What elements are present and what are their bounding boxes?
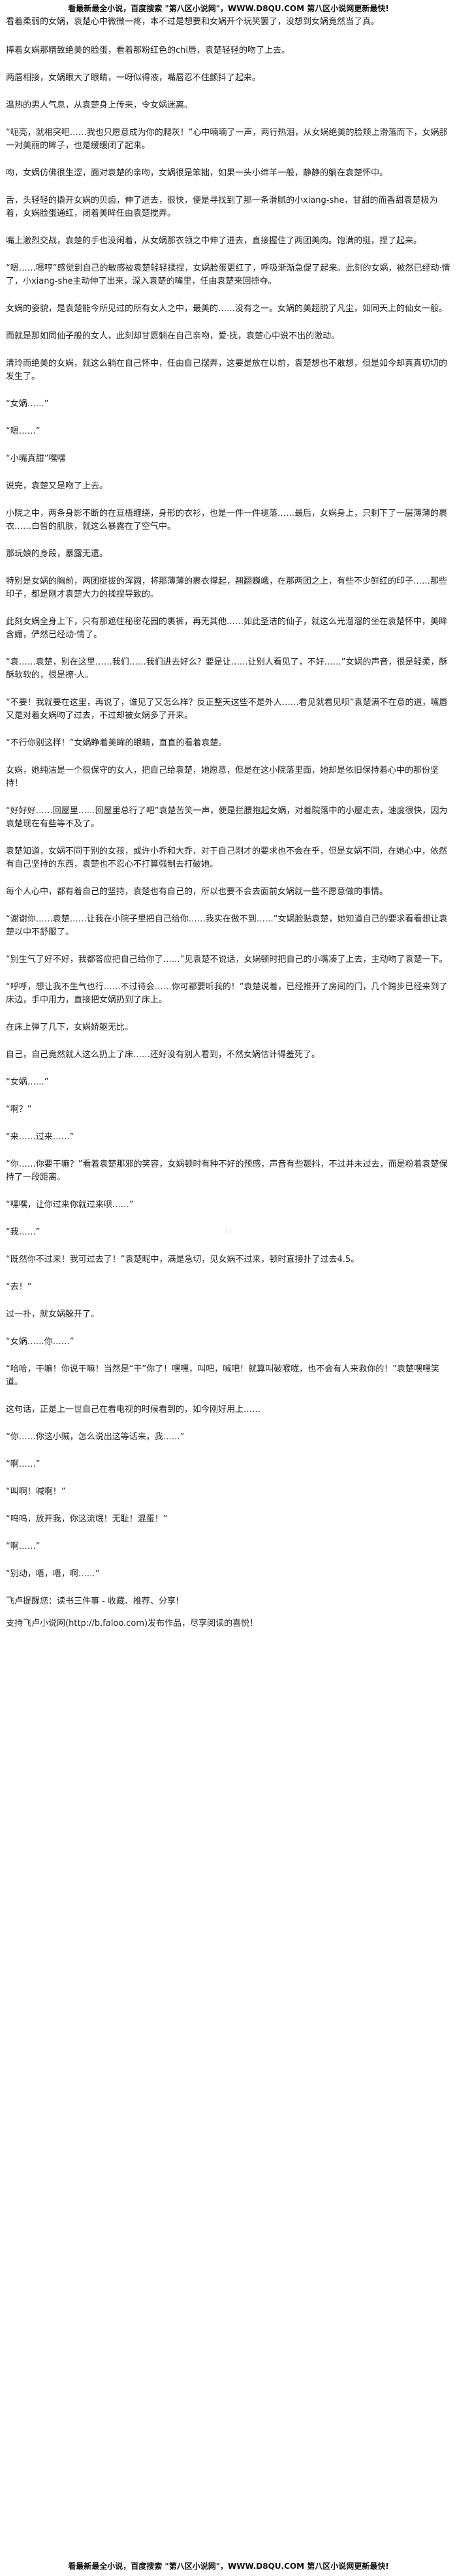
paragraph: “你……你要干嘛？”看着袁楚那邪的笑容，女娲顿时有种不好的预感，声音有些颤抖，不… bbox=[6, 1160, 448, 1182]
paragraph: 飞卢提醒您：读书三件事 - 收藏、推荐、分享! bbox=[6, 1596, 180, 1606]
paragraph: “既然你不过来！我可过去了！”袁楚昵中，满是急切，见女娲不过来，顿时直接扑了过去… bbox=[6, 1255, 360, 1265]
paragraph: “不行你别这样！”女娲睁着美眸的眼睛，直直的看着袁楚。 bbox=[6, 738, 227, 748]
paragraph: “呜呜，放开我，你这流氓！无耻！混蛋！” bbox=[6, 1514, 168, 1524]
paragraph: “啊……” bbox=[6, 1542, 40, 1551]
site-banner-bottom: 看最新最全小说，百度搜索 "第八区小说网"，WWW.D8QU.COM 第八区小说… bbox=[68, 2562, 389, 2571]
paragraph: “别生气了好不好，我都答应把自己给你了……”见袁楚不说话，女娲顿时把自己的小嘴凑… bbox=[6, 955, 448, 965]
paragraph: 两唇相接，女娲眼大了眼睛，一呀似得液，嘴唇忍不住颤抖了起来。 bbox=[6, 73, 261, 83]
paragraph: “女娲……你……” bbox=[6, 1337, 74, 1347]
paragraph: “啊？” bbox=[6, 1105, 32, 1115]
paragraph: 而就是那如同仙子般的女人，此刻却甘愿躺在自己亲吻，爱·抚，袁楚心中说不出的激动。 bbox=[6, 331, 340, 341]
site-banner-top: 看最新最全小说，百度搜索 "第八区小说网"，WWW.D8QU.COM 第八区小说… bbox=[68, 4, 389, 13]
paragraph: “小嘴真甜”嘿嘿 bbox=[6, 454, 66, 464]
paragraph: “呃亮，就相突吧……我也只愿意成为你的爬灰！”心中喃喃了一声，两行热泪，从女娲绝… bbox=[6, 128, 448, 151]
paragraph: 女娲的姿貌，是袁楚能今所见过的所有女人之中，最美的……没有之一。女娲的美超脱了凡… bbox=[6, 304, 448, 314]
paragraph: “去！” bbox=[6, 1282, 32, 1292]
paragraph: “啊……” bbox=[6, 1460, 40, 1469]
paragraph: “女娲……” bbox=[6, 399, 49, 409]
paragraph: “谢谢你……袁楚……让我在小院子里把自己给你……我实在做不到……”女娲脸贴袁楚，… bbox=[6, 914, 448, 937]
paragraph: “嗯……嗯哼”感觉到自己的敏感被袁楚轻轻揉捏，女娲脸蛋更红了，呼吸渐渐急促了起来… bbox=[6, 263, 450, 286]
paragraph: 自己，自己竟然就人这么扔上了床……还好没有别人看到，不然女娲估计得羞死了。 bbox=[6, 1050, 321, 1060]
paragraph: “嘿嘿，让你过来你就过来呗……” bbox=[6, 1200, 134, 1210]
paragraph: 小院之中，两条身影不断的在亘梧缠绕，身形的衣衫，也是一件一件褪落……最后，女娲身… bbox=[6, 509, 448, 532]
paragraph: 过一扑，就女娲躲开了。 bbox=[6, 1310, 100, 1319]
paragraph: 这句话，正是上一世自己在看电视的时候看到的，如今刚好用上…… bbox=[6, 1405, 261, 1415]
paragraph: 袁楚知道，女娲不同于别的女孩，或许小乔和大乔，对于自己刚才的要求也不会在乎，但是… bbox=[6, 846, 448, 869]
faint-watermark: ks bbox=[224, 1226, 233, 1235]
paragraph: 在床上弹了几下，女娲娇躯无比。 bbox=[6, 1023, 134, 1032]
paragraph: 清玲而绝美的女娲，就这么躺在自己怀中，任由自己摆弄，这要是放在以前，袁楚想也不敢… bbox=[6, 359, 448, 382]
paragraph: 女娲，她纯洁是一个很保守的女人，把自己给袁楚，她愿意，但是在这小院落里面，她却是… bbox=[6, 766, 439, 788]
paragraph: “呼呼，想让我不生气也行……不过待会……你可都要听我的！”袁楚说着，已经推开了房… bbox=[6, 982, 448, 1005]
paragraph: 支持飞卢小说网(http://b.faloo.com)发布作品，尽享阅读的喜悦！ bbox=[6, 1619, 259, 1628]
paragraph: “袁……袁楚，别在这里……我们……我们进去好么？要是让……让别人看见了，不好……… bbox=[6, 657, 448, 680]
paragraph: “来……过来……” bbox=[6, 1132, 74, 1142]
paragraph: “叫啊！喊啊！” bbox=[6, 1487, 66, 1497]
paragraph: “哈哈，干嘛！你说干嘛！当然是“干”你了！嘿嘿，叫吧，喊吧！就算叫破喉咙，也不会… bbox=[6, 1364, 439, 1387]
novel-chapter-text: 看着柔弱的女娲，袁楚心中微微一疼，本不过是想要和女娲开个玩笑罢了，没想到女娲竟然… bbox=[6, 16, 451, 1640]
paragraph: “我……” bbox=[6, 1227, 40, 1237]
paragraph: 那玩娘的身段，暴露无遗。 bbox=[6, 549, 108, 559]
paragraph: 看着柔弱的女娲，袁楚心中微微一疼，本不过是想要和女娲开个玩笑罢了，没想到女娲竟然… bbox=[6, 17, 380, 27]
paragraph: “你……你这小贼，怎么说出这等话来，我……” bbox=[6, 1432, 185, 1442]
paragraph: 特别是女娲的胸前，两团挺拔的浑圆，将那薄薄的裹衣撑起，翘翻巍峨，在那两团之上，有… bbox=[6, 577, 448, 599]
paragraph: “不要！我就要在这里，再说了，谁见了又怎么样？反正整天这些不是外人……看见就看见… bbox=[6, 698, 448, 721]
paragraph: “别动，唔，唔，啊……” bbox=[6, 1569, 100, 1579]
paragraph: 温热的男人气息，从袁楚身上传来，令女娲迷离。 bbox=[6, 100, 193, 110]
paragraph: “女娲……” bbox=[6, 1077, 49, 1087]
paragraph: 此刻女娲全身上下，只有那遮住秘密花园的裹裤，再无其他……如此圣洁的仙子，就这么光… bbox=[6, 617, 448, 640]
paragraph: 吻，女娲仿佛很生涩，面对袁楚的亲吻，女娲很是笨拙，如果一头小绵羊一般，静静的躺在… bbox=[6, 168, 388, 178]
paragraph: 舌，头轻轻的撬开女娲的贝齿，伸了进去，很快，便是寻找到了那一条滑腻的小xiang… bbox=[6, 196, 438, 218]
paragraph: 说完，袁楚又是吻了上去。 bbox=[6, 481, 108, 491]
paragraph: “好好好……回屋里……回屋里总行了吧”袁楚苦笑一声，便是拦腰抱起女娲，对着院落中… bbox=[6, 806, 448, 829]
paragraph: 捧着女娲那精致绝美的脸蛋，看着那粉红色的chi唇，袁楚轻轻的吻了上去。 bbox=[6, 46, 290, 55]
paragraph: 嘴上激烈交战，袁楚的手也没闲着，从女娲那衣领之中伸了进去，直接握住了两团美肉。饱… bbox=[6, 236, 422, 246]
paragraph: “嗯……” bbox=[6, 427, 40, 436]
paragraph: 每个人心中，都有着自己的坚持，袁楚也有自己的，所以也要不会去面前女娲就一些不愿意… bbox=[6, 887, 388, 897]
